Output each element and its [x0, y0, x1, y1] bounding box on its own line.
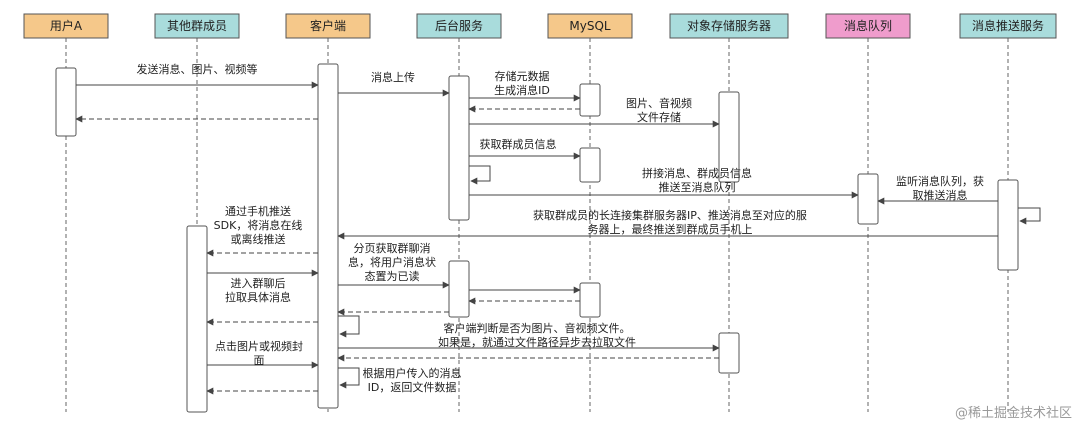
label-fetch-file-1: 客户端判断是否为图片、音视频文件。 — [444, 321, 631, 335]
label-fetch-file-2: 如果是，就通过文件路径异步去拉取文件 — [438, 335, 636, 349]
watermark: @稀土掘金技术社区 — [955, 405, 1072, 421]
participant-label: MySQL — [569, 19, 611, 33]
activation-mysql-2 — [579, 147, 601, 183]
label-store-metadata-2: 生成消息ID — [494, 83, 550, 97]
arrow-self-client-1 — [338, 315, 360, 338]
label-return-file-2: ID，返回文件数据 — [368, 380, 457, 394]
participant-label: 其他群成员 — [167, 19, 227, 33]
participant-label: 对象存储服务器 — [687, 18, 771, 33]
participant-box — [416, 13, 502, 39]
activation-members — [186, 225, 208, 413]
label-listen-mq-2: 取推送消息 — [913, 188, 968, 202]
label-push-to-client-2: 务器上，最终推送到群成员手机上 — [588, 222, 753, 236]
participant-headers: 用户A 其他群成员 客户端 后台服务 MySQL 对象存储服务器 消息队列 消 — [23, 13, 1057, 39]
label-push-to-mq-1: 拼接消息、群成员信息 — [642, 166, 752, 180]
label-sdk-push-1: 通过手机推送 — [225, 204, 291, 218]
participant-label: 消息推送服务 — [972, 18, 1044, 33]
participant-box — [959, 13, 1057, 39]
activation-storage-2 — [718, 332, 740, 374]
label-push-to-client-1: 获取群成员的长连接集群服务器IP、推送消息至对应的服 — [533, 208, 807, 222]
label-send-message: 发送消息、图片、视频等 — [137, 62, 258, 76]
label-file-storage-2: 文件存储 — [637, 110, 681, 124]
activation-push — [997, 179, 1019, 271]
participant-label: 消息队列 — [844, 18, 892, 33]
message-arrows — [75, 81, 1041, 395]
participant-box — [669, 13, 789, 39]
activation-mq — [857, 173, 879, 225]
participant-box — [285, 13, 371, 39]
participant-label: 用户A — [50, 18, 83, 33]
participant-label: 客户端 — [310, 18, 346, 33]
label-get-members: 获取群成员信息 — [480, 137, 557, 151]
label-store-metadata-1: 存储元数据 — [495, 69, 550, 83]
activation-user-a — [55, 67, 77, 137]
message-labels: 发送消息、图片、视频等 消息上传 存储元数据 生成消息ID 图片、音视频 文件存… — [137, 62, 985, 394]
activation-boxes — [55, 63, 1019, 413]
label-enter-group-2: 拉取具体消息 — [225, 290, 291, 304]
label-sdk-push-2: SDK，将消息在线 — [214, 218, 303, 232]
arrow-self-backend — [469, 165, 491, 185]
participant-client: 客户端 — [285, 13, 371, 39]
activation-storage-1 — [718, 91, 740, 183]
activation-mysql-1 — [579, 83, 601, 117]
participant-backend: 后台服务 — [416, 13, 502, 39]
label-sdk-push-3: 或离线推送 — [231, 232, 286, 246]
participant-user-a: 用户A — [23, 13, 109, 39]
participant-box — [547, 13, 633, 39]
participant-mq: 消息队列 — [825, 13, 911, 39]
label-upload: 消息上传 — [371, 70, 415, 84]
activation-backend-2 — [448, 260, 470, 318]
participant-mysql: MySQL — [547, 13, 633, 39]
participant-box — [154, 13, 240, 39]
label-enter-group-1: 进入群聊后 — [231, 276, 286, 290]
label-return-file-1: 根据用户传入的消息 — [363, 366, 462, 380]
arrow-self-client-2 — [338, 367, 360, 389]
participant-box — [23, 13, 109, 39]
activation-backend-1 — [448, 75, 470, 221]
label-click-cover-1: 点击图片或视频封 — [215, 339, 303, 353]
label-click-cover-2: 面 — [254, 354, 265, 367]
participant-label: 后台服务 — [435, 18, 483, 33]
label-page-fetch-3: 态置为已读 — [365, 269, 420, 283]
label-page-fetch-1: 分页获取群聊消 — [354, 241, 431, 255]
label-push-to-mq-2: 推送至消息队列 — [659, 180, 736, 194]
activation-client — [317, 63, 339, 409]
participant-box — [825, 13, 911, 39]
label-listen-mq-1: 监听消息队列，获 — [896, 174, 984, 188]
activation-mysql-3 — [579, 282, 601, 318]
participant-storage: 对象存储服务器 — [669, 13, 789, 39]
arrow-self-push — [1018, 207, 1041, 225]
participant-members: 其他群成员 — [154, 13, 240, 39]
label-page-fetch-2: 息，将用户消息状 — [348, 255, 436, 269]
label-file-storage-1: 图片、音视频 — [626, 96, 692, 110]
participant-push: 消息推送服务 — [959, 13, 1057, 39]
